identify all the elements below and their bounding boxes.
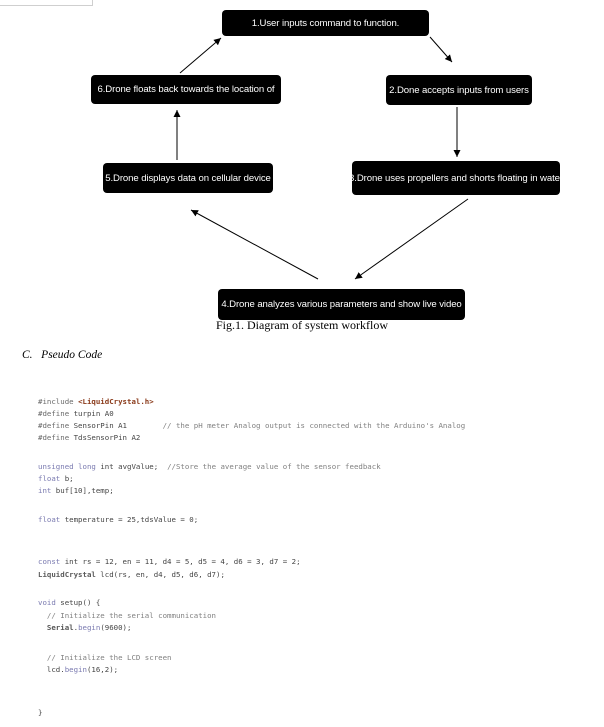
code-line: float temperature = 25,tdsValue = 0; <box>38 515 199 524</box>
workflow-node-3: 3.Drone uses propellers and shorts float… <box>349 161 563 195</box>
code-line: #define turpin A0 <box>38 409 114 418</box>
workflow-node-6: 6.Drone floats back towards the location… <box>91 75 281 104</box>
code-line: lcd.begin(16,2); <box>38 665 119 674</box>
section-heading: C. Pseudo Code <box>22 349 103 361</box>
code-line: void setup() { <box>38 598 101 607</box>
arrow-n1-to-n2 <box>429 36 453 63</box>
arrow-n3-to-n4 <box>354 198 469 280</box>
code-line: int buf[10],temp; <box>38 486 114 495</box>
arrow-n4-to-n5 <box>190 209 319 280</box>
code-line: #define TdsSensorPin A2 <box>38 433 141 442</box>
code-line: Serial.begin(9600); <box>46 623 132 632</box>
workflow-arrows <box>173 36 469 280</box>
code-line: // Initialize the LCD screen <box>46 653 172 662</box>
workflow-node-1: 1.User inputs command to function. <box>222 10 429 36</box>
code-line: // Initialize the serial communication <box>46 611 216 620</box>
page-top-edge <box>0 0 93 6</box>
figure-caption: Fig.1. Diagram of system workflow <box>216 318 388 332</box>
code-line: } <box>38 708 43 717</box>
code-line: #include <LiquidCrystal.h> <box>38 397 154 406</box>
workflow-node-4: 4.Drone analyzes various parameters and … <box>218 289 465 320</box>
code-line: unsigned long int avgValue; //Store the … <box>38 462 381 471</box>
workflow-node-2: 2.Done accepts inputs from users <box>386 75 532 105</box>
code-line: float b; <box>38 474 74 483</box>
code-line: #define SensorPin A1 // the pH meter Ana… <box>38 421 466 430</box>
workflow-node-5: 5.Drone displays data on cellular device <box>103 163 273 193</box>
code-line: LiquidCrystal lcd(rs, en, d4, d5, d6, d7… <box>38 570 225 579</box>
code-line: const int rs = 12, en = 11, d4 = 5, d5 =… <box>38 557 301 566</box>
arrow-n6-to-n1 <box>179 37 222 74</box>
